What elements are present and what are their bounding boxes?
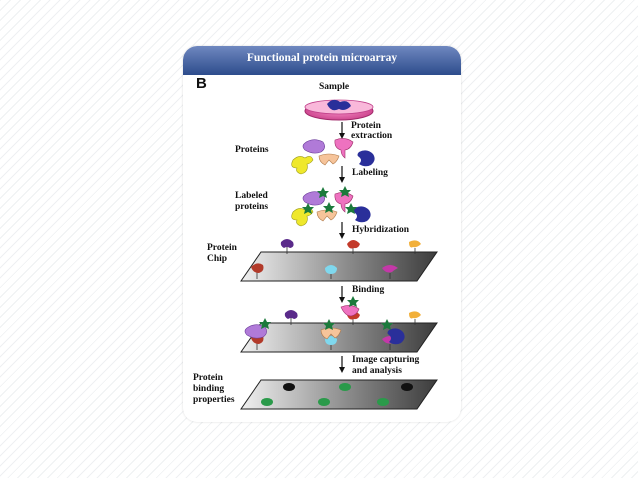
step-protein-extraction-1: Protein bbox=[351, 121, 382, 131]
row-label-proteins: Proteins bbox=[235, 145, 269, 155]
row-label-labeled-2: proteins bbox=[235, 202, 268, 212]
slide-card: Functional protein microarray B Sample bbox=[183, 46, 461, 422]
sample-label: Sample bbox=[319, 82, 349, 92]
step-hybridization: Hybridization bbox=[352, 225, 410, 235]
step-image-capture-1: Image capturing bbox=[352, 355, 420, 365]
chip-probes bbox=[251, 239, 421, 279]
arrow-binding bbox=[339, 286, 345, 303]
row-label-labeled-1: Labeled bbox=[235, 191, 268, 201]
spot-green bbox=[261, 398, 273, 406]
title-bar: Functional protein microarray bbox=[183, 46, 461, 75]
row-label-binding-1: Protein bbox=[193, 373, 224, 383]
arrow-labeling bbox=[339, 166, 345, 183]
sample-dish bbox=[304, 99, 374, 121]
arrow-extraction bbox=[339, 122, 345, 139]
protein-chip bbox=[240, 239, 438, 282]
spot-black bbox=[283, 383, 295, 391]
spot-black bbox=[401, 383, 413, 391]
microarray-diagram: B Sample Protein extraction Proteins bbox=[193, 75, 438, 410]
row-label-binding-3: properties bbox=[193, 395, 235, 405]
bound-chip bbox=[240, 296, 438, 353]
spot-green bbox=[318, 398, 330, 406]
diagram-title: Functional protein microarray bbox=[246, 52, 398, 64]
result-chip bbox=[240, 379, 438, 410]
arrow-image-capture bbox=[339, 356, 345, 373]
spot-green bbox=[339, 383, 351, 391]
spot-green bbox=[377, 398, 389, 406]
row-label-chip-1: Protein bbox=[207, 243, 238, 253]
step-binding: Binding bbox=[352, 285, 384, 295]
row-label-chip-2: Chip bbox=[207, 254, 227, 264]
row-label-binding-2: binding bbox=[193, 384, 224, 394]
labeled-proteins bbox=[291, 186, 371, 227]
step-protein-extraction-2: extraction bbox=[351, 131, 393, 141]
arrow-hybridization bbox=[339, 222, 345, 239]
free-proteins bbox=[291, 138, 375, 175]
step-labeling: Labeling bbox=[352, 168, 388, 178]
step-image-capture-2: and analysis bbox=[352, 366, 402, 376]
panel-letter: B bbox=[196, 75, 207, 92]
